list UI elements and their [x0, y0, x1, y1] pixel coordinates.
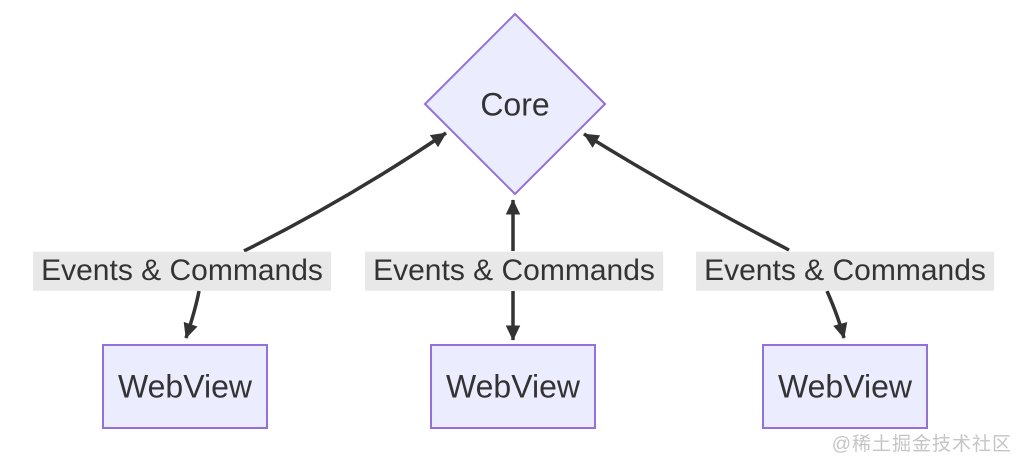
webview-node-1-label: WebView: [118, 368, 252, 405]
webview-node-3-label: WebView: [778, 368, 912, 405]
core-node-shape: [423, 12, 607, 196]
edge-core-to-webview3: [825, 290, 848, 339]
webview-node-1-shape: [102, 344, 268, 429]
core-node-label: Core: [480, 86, 550, 123]
edge-webview1-to-core: [243, 131, 447, 253]
watermark: @稀土掘金技术社区: [831, 434, 1012, 455]
webview-node-2-shape: [430, 344, 596, 429]
edge-core-to-webview1: [183, 290, 201, 339]
webview-node-2-label: WebView: [446, 368, 580, 405]
edge-label-webview3-core: Events & Commands: [696, 251, 994, 291]
edge-label-webview1-core: Events & Commands: [33, 251, 331, 291]
webview-node-3-shape: [762, 344, 928, 429]
edge-webview3-to-core: [583, 132, 790, 252]
edge-label-webview2-core: Events & Commands: [365, 251, 663, 291]
